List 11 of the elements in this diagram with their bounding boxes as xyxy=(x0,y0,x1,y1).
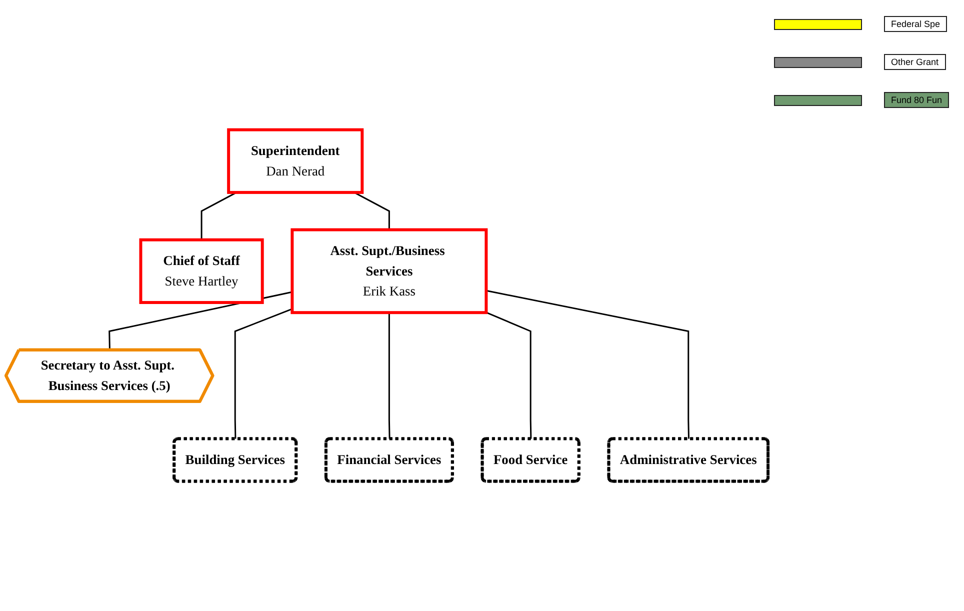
connector xyxy=(234,308,292,440)
legend-text: Other Grant xyxy=(884,54,946,70)
legend-text: Federal Spe xyxy=(884,16,948,32)
legend-text: Fund 80 Fun xyxy=(884,92,950,108)
node-box: Chief of Staff Steve Hartley xyxy=(139,238,264,304)
node-box: Superintendent Dan Nerad xyxy=(227,128,364,194)
connector xyxy=(486,312,532,440)
connector xyxy=(354,192,390,230)
node-box: Asst. Supt./Business Services Erik Kass xyxy=(290,228,488,314)
connector xyxy=(486,290,690,440)
connector xyxy=(388,312,390,440)
